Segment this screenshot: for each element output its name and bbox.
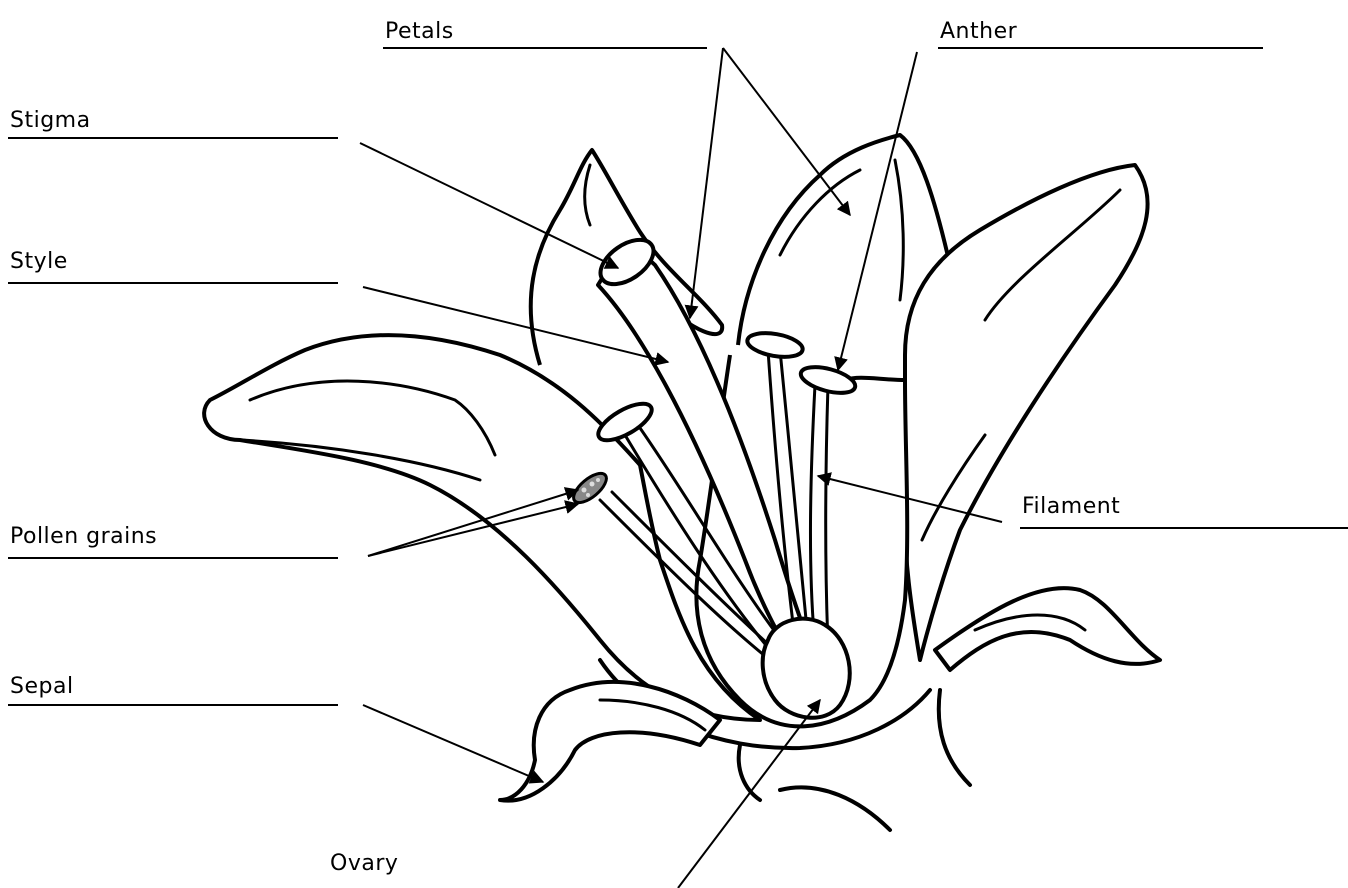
label-pollen-grains: Pollen grains xyxy=(10,524,157,549)
label-anther: Anther xyxy=(940,19,1018,44)
label-petals: Petals xyxy=(385,19,454,44)
ovary xyxy=(763,619,850,718)
label-ovary: Ovary xyxy=(330,851,398,876)
label-sepal: Sepal xyxy=(10,674,74,699)
label-stigma-group: Stigma xyxy=(8,108,618,268)
label-filament: Filament xyxy=(1022,494,1120,519)
label-stigma: Stigma xyxy=(10,108,91,133)
label-style: Style xyxy=(10,249,68,274)
sepal-right xyxy=(935,588,1160,670)
label-sepal-group: Sepal xyxy=(8,674,543,782)
flower-illustration xyxy=(204,135,1160,830)
